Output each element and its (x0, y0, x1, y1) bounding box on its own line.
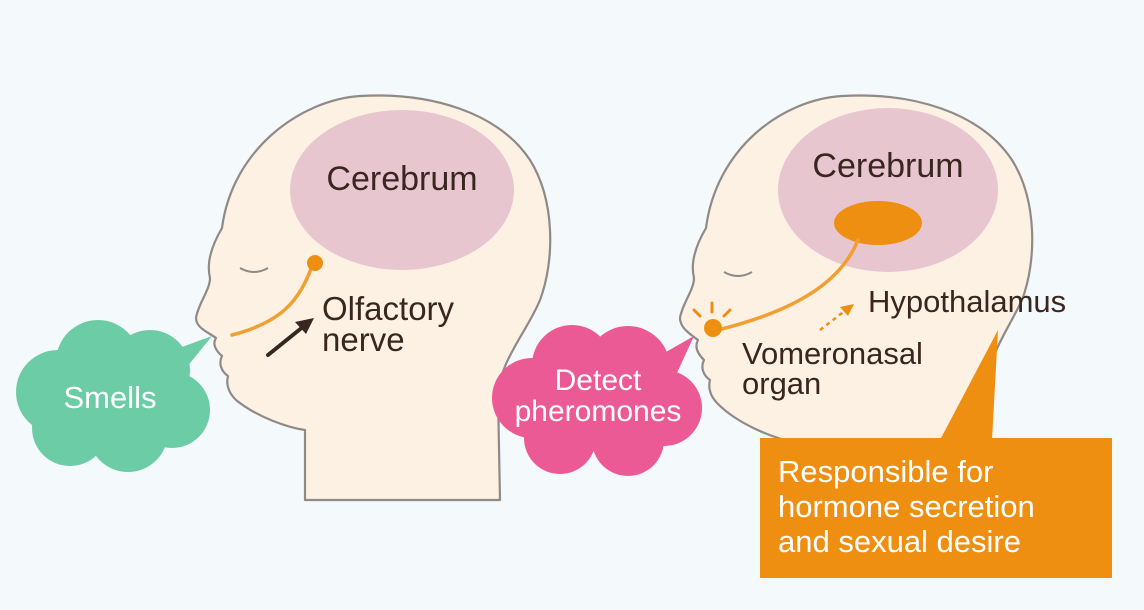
pheromones-bubble-cloud (492, 325, 702, 476)
vomeronasal-organ-label-line2: organ (742, 366, 821, 401)
left-olfactory-nerve (230, 264, 314, 337)
olfactory-nerve-label-line1: Olfactory (322, 290, 455, 327)
right-cerebrum (778, 108, 998, 272)
smells-bubble: Smells (16, 320, 212, 472)
callout-box (760, 438, 1112, 578)
smells-bubble-cloud (16, 320, 210, 472)
pheromones-bubble: Detect pheromones (492, 325, 702, 476)
left-closed-eye (239, 267, 269, 273)
left-olfactory-bulb (307, 255, 323, 271)
callout-pointer (940, 330, 998, 440)
right-closed-eye (723, 271, 753, 277)
hypothalamus-label: Hypothalamus (868, 284, 1066, 319)
left-cerebrum (290, 110, 514, 270)
pheromones-bubble-line1: Detect (555, 364, 642, 397)
callout-line1: Responsible for (778, 454, 993, 489)
smells-bubble-text: Smells (63, 380, 156, 415)
hypothalamus (834, 201, 922, 245)
vomeronasal-nerve (716, 238, 860, 332)
left-cerebrum-label: Cerebrum (326, 160, 477, 198)
callout-line3: and sexual desire (778, 524, 1021, 559)
olfactory-nerve-label-line2: nerve (322, 321, 405, 358)
hypothalamus-dashed-arrow (819, 309, 847, 331)
vomeronasal-organ-dot (704, 319, 722, 337)
left-nerve-arrow (266, 324, 306, 357)
vomeronasal-signal-rays (692, 301, 732, 318)
pheromones-bubble-line2: pheromones (515, 395, 682, 428)
left-nerve-arrowhead (295, 318, 314, 334)
right-cerebrum-label: Cerebrum (812, 147, 963, 185)
hypothalamus-dashed-arrowhead (840, 304, 854, 316)
right-head-figure: Cerebrum Hypothalamus Vomeronasal organ (678, 94, 1066, 502)
hormone-callout: Responsible for hormone secretion and se… (760, 330, 1112, 578)
vomeronasal-organ-label-line1: Vomeronasal (742, 336, 923, 371)
left-head-figure: Cerebrum Olfactory nerve (194, 94, 552, 502)
callout-line2: hormone secretion (778, 489, 1035, 524)
